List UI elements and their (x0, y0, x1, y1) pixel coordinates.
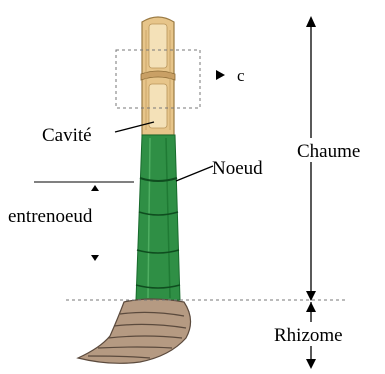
culm-green (136, 135, 180, 300)
rhizome-up-arrow-icon (306, 302, 316, 312)
entrenoeud-up-arrow-icon (91, 185, 99, 191)
entrenoeud-down-arrow-icon (91, 255, 99, 261)
label-cavite: Cavité (42, 125, 92, 146)
cavity-upper (149, 24, 167, 68)
culm-green-body (136, 135, 180, 300)
label-rhizome: Rhizome (274, 325, 343, 346)
cavity-lower (149, 84, 167, 128)
culm-cutaway (141, 17, 175, 135)
zoom-arrow-icon (216, 70, 225, 80)
label-noeud: Noeud (212, 158, 263, 179)
label-chaume: Chaume (297, 141, 360, 162)
rhizome-down-arrow-icon (306, 359, 316, 369)
label-c: c (237, 66, 245, 85)
rhizome-shape (78, 299, 191, 363)
label-entrenoeud: entrenoeud (8, 206, 93, 227)
rhizome-body (78, 299, 191, 363)
chaume-up-arrow-icon (306, 16, 316, 27)
noeud-leader (176, 166, 213, 181)
